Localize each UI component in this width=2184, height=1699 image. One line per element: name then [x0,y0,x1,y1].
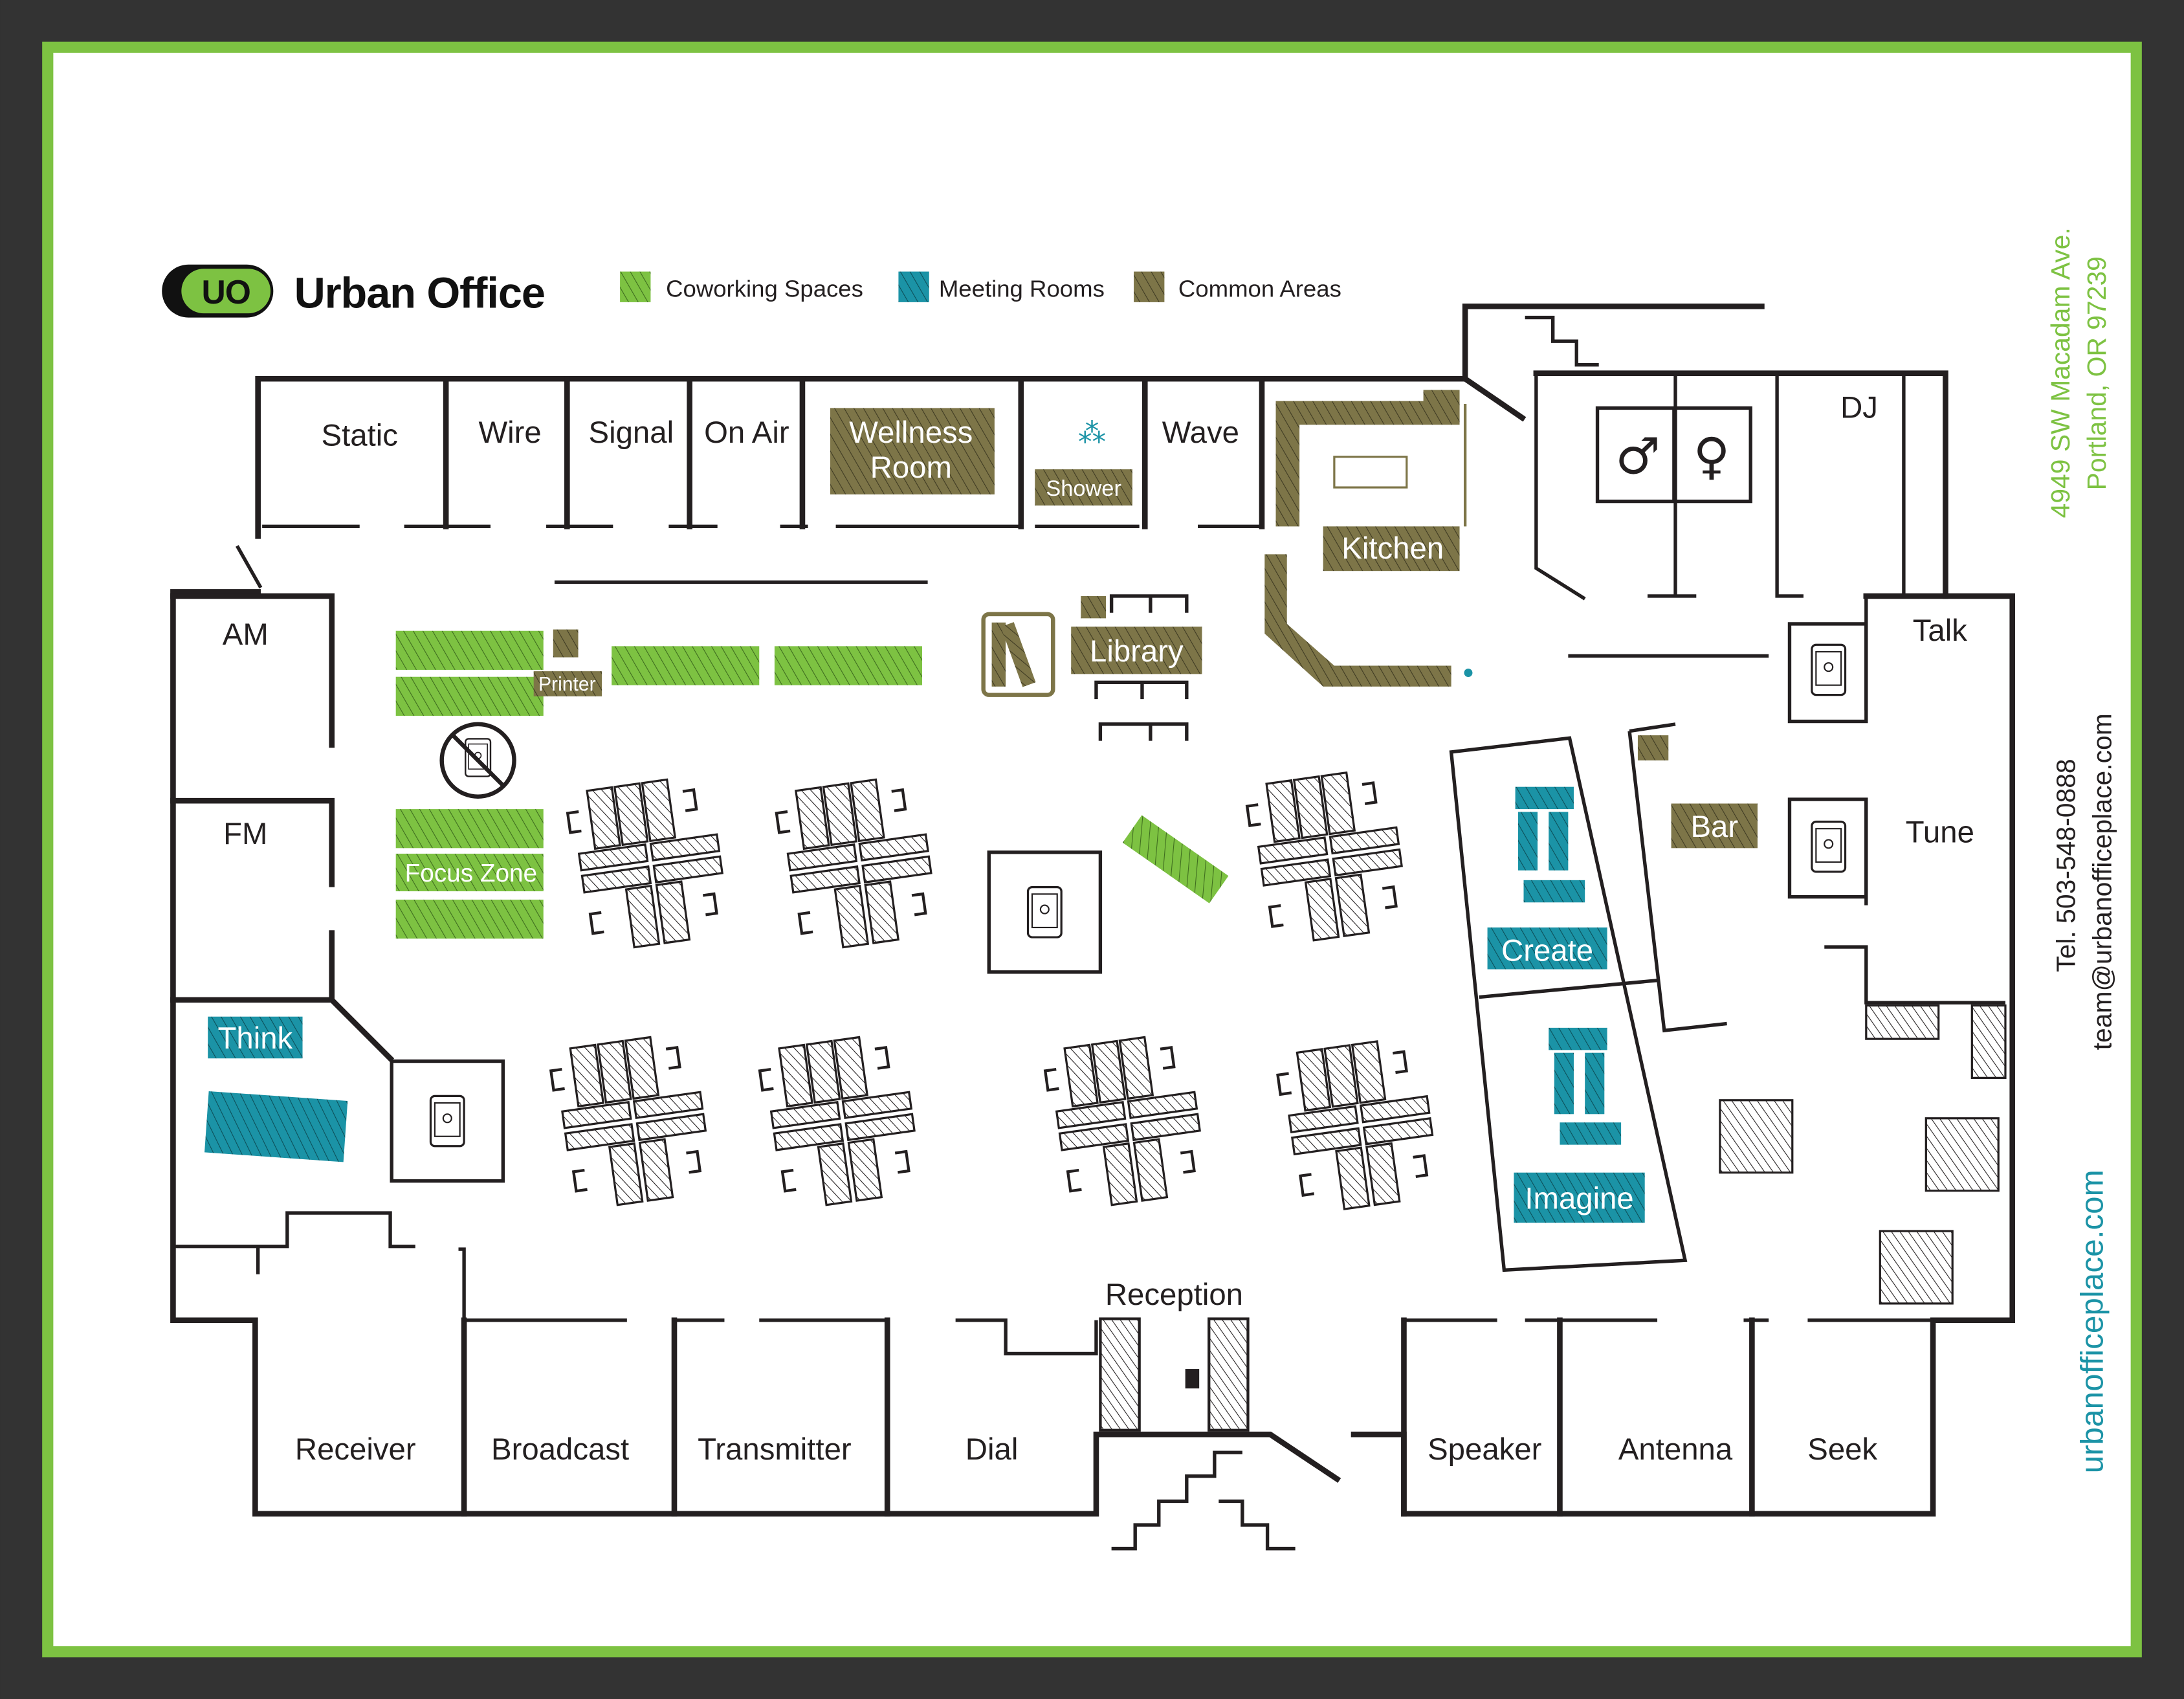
legend-label-coworking: Coworking Spaces [666,275,863,302]
room-label-fm: FM [223,817,267,851]
coworking-desk [395,899,544,939]
logo-text: UO [202,273,250,311]
imagine-room-area [1514,1172,1645,1223]
room-label-am: AM [223,617,269,652]
room-label-receiver: Receiver [295,1432,416,1467]
library-area [1071,627,1202,674]
phone-number: Tel. 503-548-0888 [2051,759,2081,972]
legend-label-meeting: Meeting Rooms [939,275,1105,302]
room-label-static: Static [322,419,398,453]
tablet-icon [1811,643,1847,696]
room-label-speaker: Speaker [1428,1432,1541,1467]
contact-info: Tel. 503-548-0888 team@urbanofficeplace.… [2051,713,2117,1050]
create-meeting-table [1515,786,1585,903]
room-label-talk: Talk [1913,614,1968,648]
room-label-tune: Tune [1906,816,1974,850]
think-meeting-table [204,1091,348,1162]
room-label-broadcast: Broadcast [491,1432,629,1467]
wellness-room-area [830,408,995,494]
room-label-shower: Shower [1046,476,1121,501]
imagine-meeting-table [1549,1027,1622,1145]
legend-swatch-common [1134,271,1165,302]
lounge-furniture [1719,1004,2007,1305]
room-label-signal: Signal [589,416,674,450]
room-label-printer: Printer [538,674,596,695]
legend-label-common: Common Areas [1178,275,1341,302]
room-label-kitchen: Kitchen [1341,531,1444,566]
room-label-think: Think [217,1021,292,1056]
walls [170,304,2016,1551]
address-line1: 4949 SW Macadam Ave. [2046,227,2075,518]
think-room-area [208,1016,303,1059]
room-label-reception: Reception [1105,1278,1243,1312]
room-label-wellness-2: Room [870,450,952,485]
legend-swatch-coworking [620,271,651,302]
room-label-antenna: Antenna [1618,1432,1733,1467]
brand-logo: UO [162,264,274,318]
address: 4949 SW Macadam Ave. Portland, OR 97239 [2046,227,2112,518]
room-label-wellness-1: Wellness [849,416,973,450]
room-label-dj: DJ [1840,390,1878,425]
coworking-desk [395,809,544,849]
coworking-desk [774,646,922,685]
shower-area [1035,469,1132,506]
room-label-create: Create [1501,934,1593,968]
coworking-desks [395,630,1229,939]
address-line2: Portland, OR 97239 [2082,256,2112,490]
room-label-on-air: On Air [704,416,789,450]
phone-booth [390,1059,505,1183]
email-link[interactable]: team@urbanofficeplace.com [2088,713,2117,1050]
female-restroom-icon: ♀ [1693,428,1730,486]
tablet-icon [429,1094,465,1148]
reception-desk [1208,1317,1250,1432]
printer-area [533,671,602,696]
room-label-focus-zone: Focus Zone [405,860,537,887]
male-restroom-icon: ♂ [1615,428,1660,486]
library-books-icon [981,612,1055,697]
bar-area [1671,803,1758,849]
phone-booth [987,850,1103,974]
no-phone-icon [439,722,516,799]
room-label-seek: Seek [1807,1432,1877,1467]
legend-swatch-meeting [898,271,929,302]
printer-icon [553,629,579,658]
bar-stool [1637,735,1669,761]
water-drop-icon: ● [1462,661,1474,683]
reception-chair [1185,1369,1200,1389]
room-label-imagine: Imagine [1525,1182,1633,1216]
shower-icon: ⁂ [1078,417,1106,450]
room-label-transmitter: Transmitter [698,1432,852,1467]
library-chair [1081,595,1107,619]
coworking-desk [1122,815,1229,904]
kitchen-counters: ● [1264,390,1474,687]
focus-zone-area [395,853,544,892]
kitchen-area [1323,526,1460,572]
tablet-icon [1811,820,1847,873]
phone-booth [1787,797,1868,899]
tablet-icon [1026,885,1063,938]
coworking-desk [395,676,544,716]
coworking-desk [395,630,544,670]
brand-name: Urban Office [294,270,545,318]
room-label-library: Library [1090,634,1184,669]
website-link[interactable]: urbanofficeplace.com [2075,1170,2110,1473]
legend: Coworking Spaces Meeting Rooms Common Ar… [620,271,1341,302]
coworking-desk [612,646,760,685]
create-room-area [1487,927,1607,970]
room-label-wire: Wire [478,416,541,450]
phone-booth [1787,622,1868,724]
room-label-dial: Dial [965,1432,1019,1467]
room-label-wave: Wave [1162,416,1239,450]
reception-desk [1099,1317,1141,1432]
room-label-bar: Bar [1690,810,1738,844]
